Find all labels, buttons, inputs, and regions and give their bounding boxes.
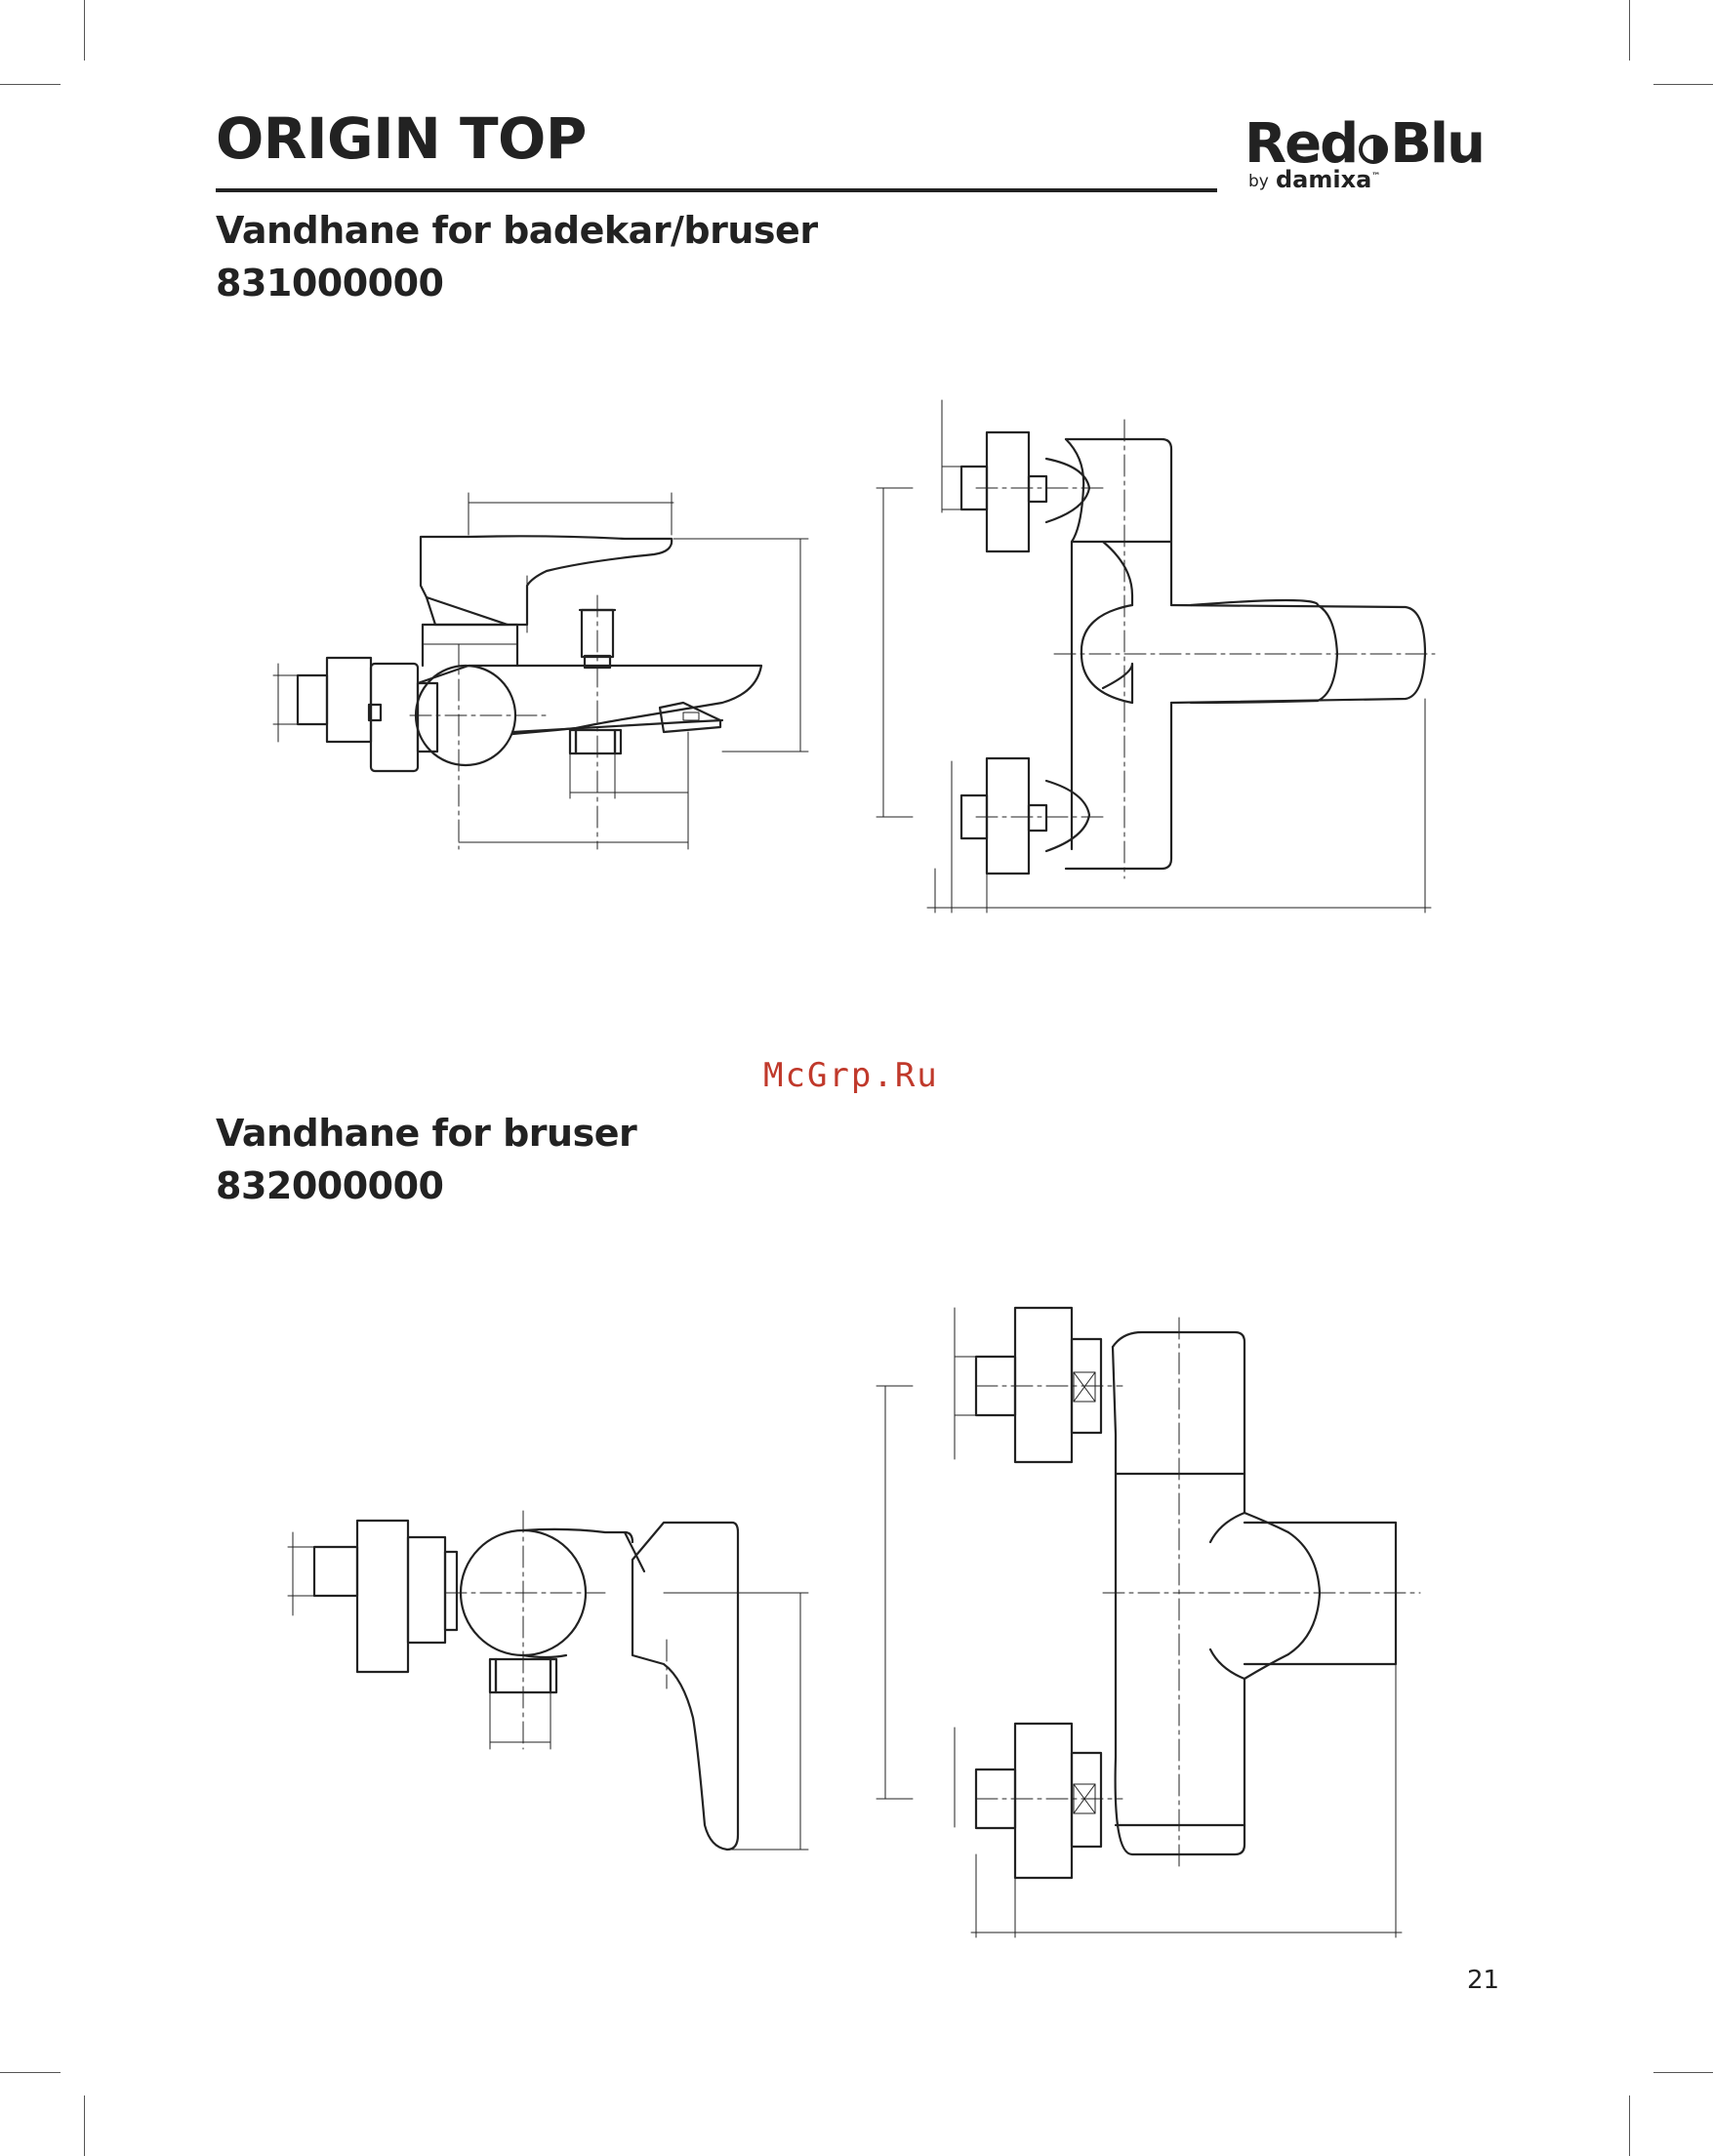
shower-mixer-front-view — [877, 1308, 1420, 1937]
bath-mixer-side-view — [273, 493, 808, 849]
bath-mixer-front-view — [877, 400, 1435, 913]
shower-mixer-side-view — [288, 1511, 808, 1850]
